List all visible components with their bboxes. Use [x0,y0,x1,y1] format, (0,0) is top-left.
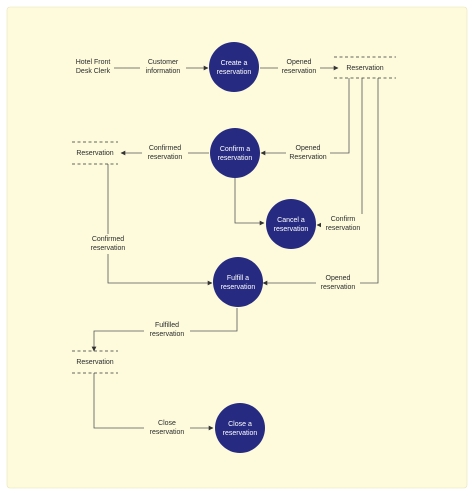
flow-label-line2: reservation [148,154,183,161]
diagram-canvas [6,6,468,489]
process-cancel-reservation: Cancel a reservation [266,199,316,249]
flow-label-line1: Close [158,420,176,427]
flow-label-line2: information [146,68,181,75]
process-fulfill-reservation: Fulfill a reservation [213,257,263,307]
process-label-line2: reservation [217,69,252,76]
data-store-label: Reservation [76,359,113,366]
flow-label-confirmed-reservation-1: Confirmed reservation [142,143,188,163]
data-store-reservation-top: Reservation [334,56,396,79]
flow-label-line1: Confirmed [92,236,124,243]
entity-label-line1: Hotel Front [76,59,111,66]
flow-confirmed-reservation-store-to-fulfill [107,164,213,286]
flow-label-opened-reservation-2: Opened Reservation [286,143,330,163]
flow-label-line1: Opened [296,145,321,152]
data-store-reservation-left: Reservation [72,141,118,165]
data-store-reservation-bottom: Reservation [72,350,118,374]
flow-label-line2: reservation [321,284,356,291]
flow-label-line2: reservation [150,429,185,436]
flow-label-line1: Fulfilled [155,322,179,329]
process-label-line2: reservation [274,226,309,233]
process-label-line2: reservation [218,155,253,162]
flow-label-confirm-reservation: Confirm reservation [321,214,365,234]
flow-label-line2: reservation [326,225,361,232]
process-label-line1: Cancel a [277,217,305,224]
flow-label-line1: Confirm [331,216,356,223]
flow-label-line1: Opened [287,59,312,66]
flow-label-fulfilled-reservation: Fulfilled reservation [144,320,190,340]
process-label-line2: reservation [221,284,256,291]
flow-opened-reservation-store-to-fulfill [262,78,379,286]
process-label-line1: Confirm a [220,146,250,153]
data-store-label: Reservation [76,150,113,157]
flow-label-customer-information: Customer information [140,57,186,77]
flow-label-line2: Reservation [289,154,326,161]
external-entity-hotel-front-desk-clerk: Hotel Front Desk Clerk [76,59,111,75]
flow-label-line1: Confirmed [149,145,181,152]
flow-label-opened-reservation-1: Opened reservation [278,57,320,77]
process-label-line1: Close a [228,421,252,428]
flow-confirm-to-cancel [234,178,265,226]
flow-label-line2: reservation [282,68,317,75]
flow-label-close-reservation: Close reservation [144,418,190,438]
flow-label-line1: Opened [326,275,351,282]
flow-label-opened-reservation-3: Opened reservation [316,273,360,293]
process-label-line1: Create a [221,60,248,67]
process-confirm-reservation: Confirm a reservation [210,128,260,178]
flow-label-line1: Customer [148,59,179,66]
data-store-label: Reservation [346,65,383,72]
flow-label-confirmed-reservation-2: Confirmed reservation [84,234,132,254]
flow-label-line2: reservation [150,331,185,338]
process-close-reservation: Close a reservation [215,403,265,453]
entity-label-line2: Desk Clerk [76,68,111,75]
process-label-line2: reservation [223,430,258,437]
process-create-reservation: Create a reservation [209,42,259,92]
flow-label-line2: reservation [91,245,126,252]
process-label-line1: Fulfill a [227,275,249,282]
